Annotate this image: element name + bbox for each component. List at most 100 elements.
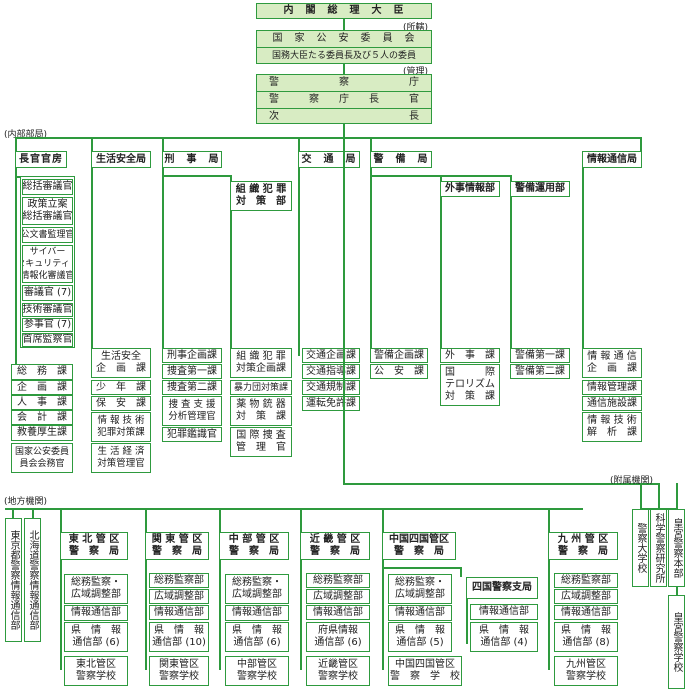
division: 生 活 経 済 対策管理官: [91, 443, 151, 473]
npa-row-commissioner: 警察 庁 長官: [257, 91, 431, 108]
division: 総 務 課: [11, 364, 73, 380]
region-unit: 情報通信部: [306, 605, 370, 620]
region-bureau: 東 北 管 区 警 察 局: [60, 532, 128, 560]
secretariat-unit: 総括審議官: [22, 179, 73, 195]
region-unit: 県 情 報 通信部 (6): [225, 622, 289, 652]
tokyo-info-comm: 東京都警察情報通信部: [5, 518, 22, 642]
commission-members: 国務大臣たる委員長及び５人の委員: [257, 47, 431, 63]
division: 刑事企画課: [162, 348, 222, 363]
division: 情 報 技 術 解 析 課: [582, 412, 642, 442]
region-unit: 情報通信部: [225, 605, 289, 621]
secretariat-unit: 公文書監理官: [22, 227, 73, 243]
division: 公 安 課: [370, 364, 428, 379]
hokkaido-info-comm: 北海道警察情報通信部: [24, 518, 41, 642]
division: 警備第二課: [510, 364, 570, 379]
division: 生活安全 企 画 課: [91, 348, 151, 378]
region-unit: 総務監察・ 広域調整部: [225, 574, 289, 604]
jurisdiction-label: (所轄): [403, 23, 429, 33]
dept-foreign-affairs: 外事情報部: [440, 181, 500, 197]
shikoku-branch: 四国警察支局: [466, 577, 538, 599]
division: 犯罪鑑識官: [162, 427, 222, 442]
region-unit: 府県情報 通信部 (6): [306, 622, 370, 652]
region-bureau: 九 州 管 区 警 察 局: [548, 532, 618, 560]
division: 人 事 課: [11, 395, 73, 410]
bureau-info-comm: 情報通信局: [582, 151, 642, 168]
division: 外 事 課: [440, 348, 500, 363]
region-unit: 広域調整部: [554, 589, 618, 604]
region-school: 近畿管区 警察学校: [306, 656, 370, 686]
region-unit: 広域調整部: [149, 589, 209, 604]
division: 交通規制課: [302, 380, 360, 395]
division: 交通企画課: [302, 348, 360, 363]
secretariat-unit: 首席監察官: [22, 333, 73, 347]
management-label: (管理): [403, 67, 429, 77]
division: 通信施設課: [582, 396, 642, 411]
region-unit: 情報通信部: [388, 605, 452, 621]
dept-organized-crime: 組 織 犯 罪 対 策 部: [230, 181, 292, 211]
division: 国 際 捜 査 管 理 官: [230, 427, 292, 457]
region-school: 関東管区 警察学校: [149, 656, 209, 686]
division: 暴力団対策課: [230, 380, 292, 395]
region-unit: 広域調整部: [306, 589, 370, 604]
region-unit: 総務監察部: [306, 573, 370, 588]
division: 警備第一課: [510, 348, 570, 363]
division: 教養厚生課: [11, 425, 73, 441]
region-bureau: 関 東 管 区 警 察 局: [145, 532, 209, 560]
secretariat-unit: 技術審議官: [22, 303, 73, 317]
division: 情報管理課: [582, 380, 642, 395]
region-school: 東北管区 警察学校: [64, 656, 128, 686]
region-unit: 県 情 報 通信部 (10): [149, 622, 209, 652]
dept-security-operations: 警備運用部: [510, 181, 570, 197]
nrips: 科学警察研究所: [650, 509, 667, 587]
secretariat-unit: サイバー セキュリティ・ 情報化審議官: [22, 245, 73, 283]
bureau-secretariat: 長官官房: [15, 151, 67, 168]
region-bureau: 中 部 管 区 警 察 局: [219, 532, 289, 560]
commission-name: 国 家 公 安 委 員 会: [272, 33, 416, 44]
local-offices-label: (地方機関): [4, 497, 48, 507]
attached-bodies-label: (附属機関): [610, 476, 654, 486]
division: 薬 物 銃 器 対 策 課: [230, 396, 292, 426]
division: 情 報 通 信 企 画 課: [582, 348, 642, 378]
division: 少 年 課: [91, 380, 151, 395]
region-school: 九州管区 警察学校: [554, 656, 618, 686]
region-unit: 県 情 報 通信部 (6): [64, 622, 128, 652]
bureau-community-safety: 生活安全局: [91, 151, 151, 168]
region-bureau: 中国四国管区 警 察 局: [382, 532, 456, 560]
internal-bureaus-label: (内部部局): [4, 130, 48, 140]
branch-unit: 県 情 報 通信部 (4): [470, 622, 538, 652]
region-school: 中国四国管区 警 察 学 校: [388, 656, 462, 686]
division: 捜査第二課: [162, 380, 222, 395]
region-bureau: 近 畿 管 区 警 察 局: [300, 532, 370, 560]
cabinet-box: 内 閣 総 理 大 臣: [256, 3, 432, 19]
region-unit: 総務監察・ 広域調整部: [388, 574, 452, 604]
division: 企 画 課: [11, 380, 73, 395]
commission-box: 国 家 公 安 委 員 会 国務大臣たる委員長及び５人の委員: [256, 30, 432, 64]
region-unit: 県 情 報 通信部 (8): [554, 622, 618, 652]
imperial-guard-hq: 皇宮警察本部: [668, 509, 685, 587]
division: 捜査第一課: [162, 364, 222, 379]
bureau-traffic: 交 通 局: [298, 151, 360, 168]
branch-unit: 情報通信部: [470, 604, 538, 620]
division: 捜 査 支 援 分析管理官: [162, 396, 222, 426]
region-unit: 総務監察・ 広域調整部: [64, 574, 128, 604]
region-unit: 県 情 報 通信部 (5): [388, 622, 452, 652]
npa-row-agency: 警察庁: [269, 77, 419, 88]
division: 国 際 テロリズム 対 策 課: [440, 364, 500, 406]
region-unit: 総務監察部: [554, 573, 618, 588]
secretariat-unit: 政策立案 総括審議官: [22, 197, 73, 225]
npa-box: 警察庁 警察 庁 長官 次長: [256, 74, 432, 124]
division: 保 安 課: [91, 396, 151, 411]
region-unit: 情報通信部: [64, 605, 128, 621]
region-unit: 情報通信部: [554, 605, 618, 620]
npa-row-deputy: 次長: [257, 108, 431, 123]
region-unit: 情報通信部: [149, 605, 209, 620]
secretariat-units: [20, 176, 75, 348]
division: 国家公安委員 員会会務官: [11, 443, 73, 473]
region-unit: 総務監察部: [149, 573, 209, 588]
region-school: 中部管区 警察学校: [225, 656, 289, 686]
bureau-security: 警 備 局: [370, 151, 432, 168]
division: 交通指導課: [302, 364, 360, 379]
bureau-criminal-affairs: 刑 事 局: [162, 151, 222, 168]
imperial-guard-school: 皇宮警察学校: [668, 595, 685, 689]
